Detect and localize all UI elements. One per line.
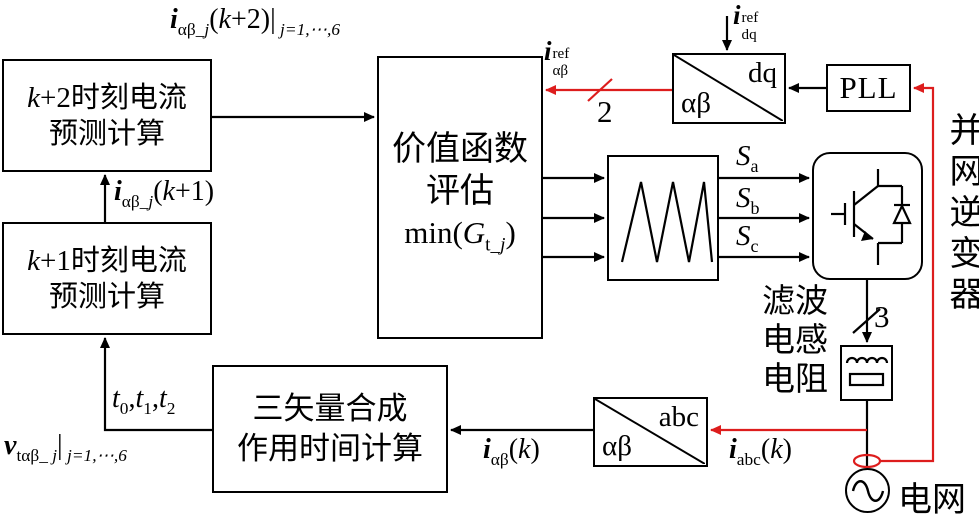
dq-to-alphabeta-block: dq αβ — [672, 53, 786, 124]
label-bus-width-2: 2 — [597, 94, 613, 129]
vector-synthesis-box: 三矢量合成 作用时间计算 — [212, 365, 448, 493]
transform-diagonal-icon — [595, 399, 705, 464]
abc-to-alphabeta-block: abc αβ — [593, 397, 708, 467]
grid-label: 电网 — [898, 482, 966, 517]
label-action-times: t0,t1,t2 — [112, 383, 176, 418]
igbt-emitter-arrow — [860, 230, 873, 241]
k2-box-line1: k+2时刻电流 — [27, 81, 187, 114]
cost-function-box: 价值函数 评估 min(Gt_j) — [377, 56, 543, 339]
pll-box: PLL — [826, 64, 911, 112]
cost-box-line1: 价值函数 — [392, 131, 528, 169]
filter-box — [840, 345, 893, 401]
dq-block-top-label: dq — [748, 57, 777, 89]
label-v-talphabeta-j: vtαβ_ j| j=1,⋯,6 — [4, 430, 127, 465]
cost-box-line2: 评估 — [426, 173, 494, 211]
label-i-alphabeta-k: iαβ(k) — [483, 434, 540, 469]
filter-caption-line2: 电感 — [762, 323, 828, 359]
label-i-abc-k: iabc(k) — [729, 434, 792, 469]
filter-caption-line3: 电阻 — [762, 362, 828, 398]
dq-block-bottom-label: αβ — [681, 87, 711, 119]
vector-box-line1: 三矢量合成 — [252, 391, 408, 426]
label-switch-sc: Sc — [736, 220, 759, 257]
label-switch-sa: Sa — [736, 140, 759, 177]
inductor-resistor-icon — [845, 356, 888, 386]
k1-current-prediction-box: k+1时刻电流 预测计算 — [2, 222, 212, 335]
label-i-alphabeta-j-k1: iαβ_j(k+1) — [114, 176, 215, 211]
abc-block-bottom-label: αβ — [602, 430, 632, 462]
cost-box-min-expression: min(Gt_j) — [404, 215, 516, 256]
current-sensor-icon — [852, 453, 882, 469]
transform-diagonal-icon — [674, 55, 783, 121]
abc-block-top-label: abc — [658, 401, 699, 433]
inverter-box — [812, 152, 923, 280]
sine-wave-icon — [851, 479, 884, 502]
vector-box-line2: 作用时间计算 — [237, 431, 423, 466]
k2-current-prediction-box: k+2时刻电流 预测计算 — [2, 59, 212, 172]
grid-ac-source-icon — [845, 468, 890, 513]
pwm-carrier-box — [607, 155, 719, 281]
k1-box-line2: 预测计算 — [48, 280, 165, 313]
label-switch-sb: Sb — [736, 182, 760, 219]
filter-caption: 滤波 电感 电阻 — [762, 283, 828, 400]
k2-box-line2: 预测计算 — [48, 117, 165, 150]
pll-label: PLL — [839, 70, 898, 105]
k1-box-line1: k+1时刻电流 — [27, 244, 187, 277]
grid-inverter-caption: 并网逆变器 — [944, 112, 979, 317]
triangle-carrier-icon — [620, 181, 713, 262]
label-bus-width-3: 3 — [874, 299, 890, 334]
label-i-alphabeta-j-k2: iαβ_j(k+2)| j=1,⋯,6 — [170, 4, 340, 39]
filter-caption-line1: 滤波 — [762, 284, 828, 320]
igbt-icon — [830, 168, 912, 265]
